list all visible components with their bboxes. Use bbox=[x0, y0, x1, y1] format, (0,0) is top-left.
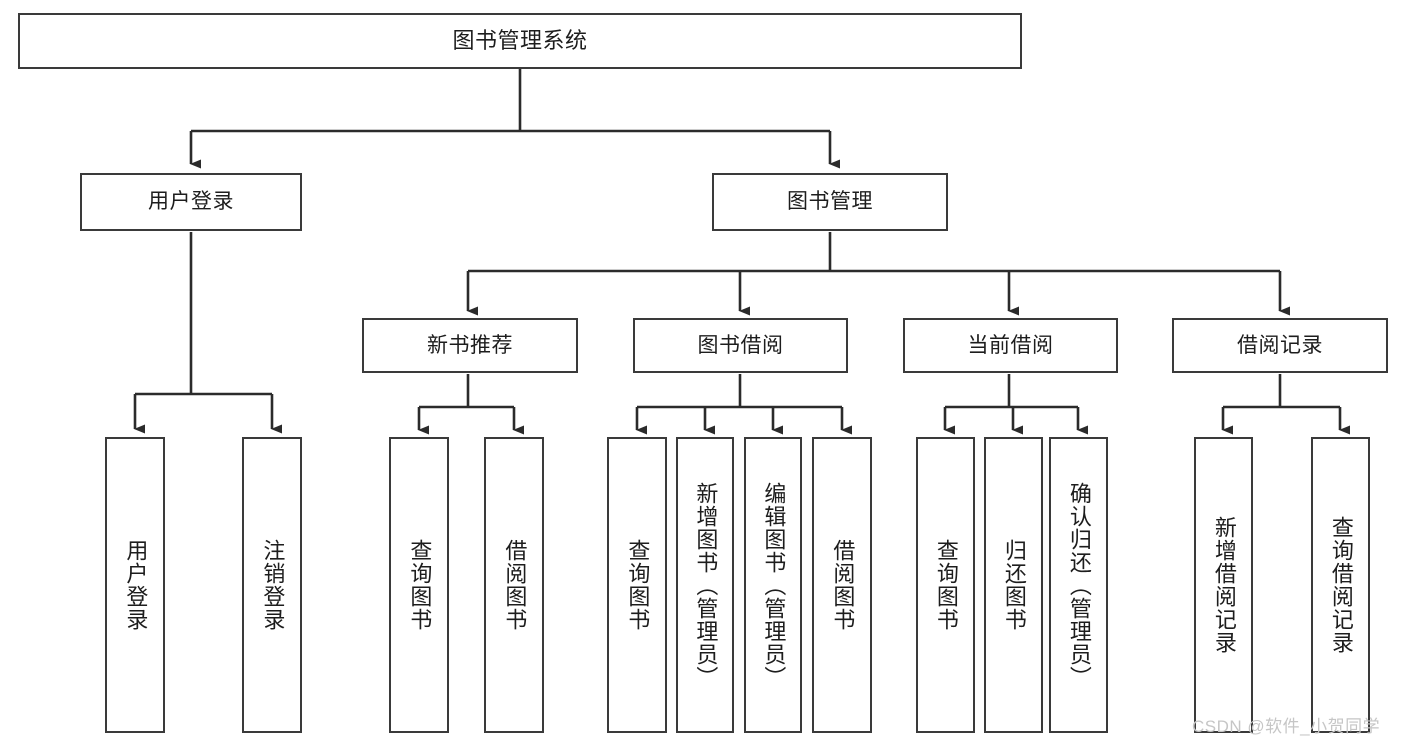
node-book-manage[interactable]: 图书管理 bbox=[712, 173, 948, 231]
node-borrow-record[interactable]: 借阅记录 bbox=[1172, 318, 1388, 373]
node-leaf-query-book-1-label: 查询图书 bbox=[407, 539, 433, 631]
node-leaf-add-record-label: 新增借阅记录 bbox=[1211, 516, 1237, 654]
node-leaf-return-book-label: 归还图书 bbox=[1001, 539, 1027, 631]
node-book-manage-label: 图书管理 bbox=[787, 190, 873, 214]
node-leaf-logout[interactable]: 注销登录 bbox=[242, 437, 302, 733]
node-leaf-query-book-3-label: 查询图书 bbox=[933, 539, 959, 631]
node-root[interactable]: 图书管理系统 bbox=[18, 13, 1022, 69]
csdn-watermark: CSDN @软件_小贺同学 bbox=[1192, 717, 1381, 736]
node-leaf-edit-book[interactable]: 编辑图书（管理员） bbox=[744, 437, 802, 733]
node-leaf-edit-book-label: 编辑图书（管理员） bbox=[761, 481, 787, 689]
node-leaf-user-login[interactable]: 用户登录 bbox=[105, 437, 165, 733]
node-book-borrow[interactable]: 图书借阅 bbox=[633, 318, 848, 373]
node-leaf-borrow-book-1-label: 借阅图书 bbox=[502, 539, 528, 631]
node-leaf-logout-label: 注销登录 bbox=[260, 539, 286, 631]
node-new-book-rec-label: 新书推荐 bbox=[427, 333, 513, 357]
node-leaf-confirm-return[interactable]: 确认归还（管理员） bbox=[1049, 437, 1108, 733]
node-leaf-query-book-2[interactable]: 查询图书 bbox=[607, 437, 667, 733]
node-current-borrow[interactable]: 当前借阅 bbox=[903, 318, 1118, 373]
node-leaf-add-record[interactable]: 新增借阅记录 bbox=[1194, 437, 1253, 733]
node-root-label: 图书管理系统 bbox=[452, 27, 588, 53]
node-leaf-add-book-label: 新增图书（管理员） bbox=[693, 481, 719, 689]
node-leaf-user-login-label: 用户登录 bbox=[123, 539, 149, 631]
node-leaf-query-record-label: 查询借阅记录 bbox=[1328, 516, 1354, 654]
node-leaf-borrow-book-2-label: 借阅图书 bbox=[830, 539, 856, 631]
node-leaf-query-book-3[interactable]: 查询图书 bbox=[916, 437, 975, 733]
node-user-login-label: 用户登录 bbox=[148, 190, 234, 214]
node-leaf-add-book[interactable]: 新增图书（管理员） bbox=[676, 437, 734, 733]
node-leaf-borrow-book-1[interactable]: 借阅图书 bbox=[484, 437, 544, 733]
node-leaf-query-book-2-label: 查询图书 bbox=[625, 539, 651, 631]
node-leaf-confirm-return-label: 确认归还（管理员） bbox=[1066, 481, 1092, 689]
node-new-book-rec[interactable]: 新书推荐 bbox=[362, 318, 578, 373]
node-leaf-return-book[interactable]: 归还图书 bbox=[984, 437, 1043, 733]
node-user-login[interactable]: 用户登录 bbox=[80, 173, 302, 231]
node-leaf-borrow-book-2[interactable]: 借阅图书 bbox=[812, 437, 872, 733]
node-borrow-record-label: 借阅记录 bbox=[1237, 333, 1323, 357]
node-leaf-query-record[interactable]: 查询借阅记录 bbox=[1311, 437, 1370, 733]
node-leaf-query-book-1[interactable]: 查询图书 bbox=[389, 437, 449, 733]
node-book-borrow-label: 图书借阅 bbox=[697, 333, 784, 357]
node-current-borrow-label: 当前借阅 bbox=[967, 333, 1054, 357]
